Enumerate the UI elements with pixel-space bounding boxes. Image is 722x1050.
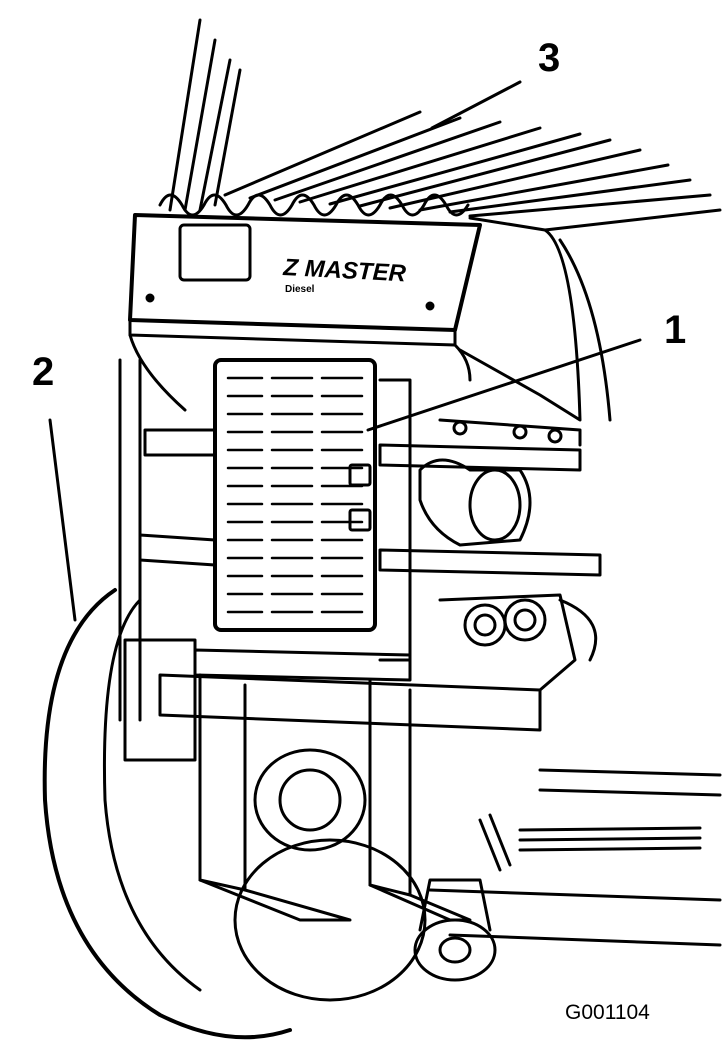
front-caster [413,813,722,982]
frame [118,358,602,922]
engine-components [418,418,722,852]
leader-line-3 [430,80,522,130]
callout-2: 2 [32,350,55,394]
radiator-screen [213,358,377,632]
leader-lines [48,80,642,622]
left-wheel [42,588,427,1040]
hood-sub-text: Diesel [285,284,315,295]
hood [128,213,482,412]
callout-3: 3 [538,36,561,80]
leader-line-1 [366,338,642,432]
hood-brand-text: Z MASTER [282,254,408,287]
seat-back [158,18,712,218]
figure-id: G001104 [565,1001,650,1024]
right-fender [458,208,722,422]
callout-1: 1 [664,308,687,352]
leader-line-2 [48,418,77,622]
